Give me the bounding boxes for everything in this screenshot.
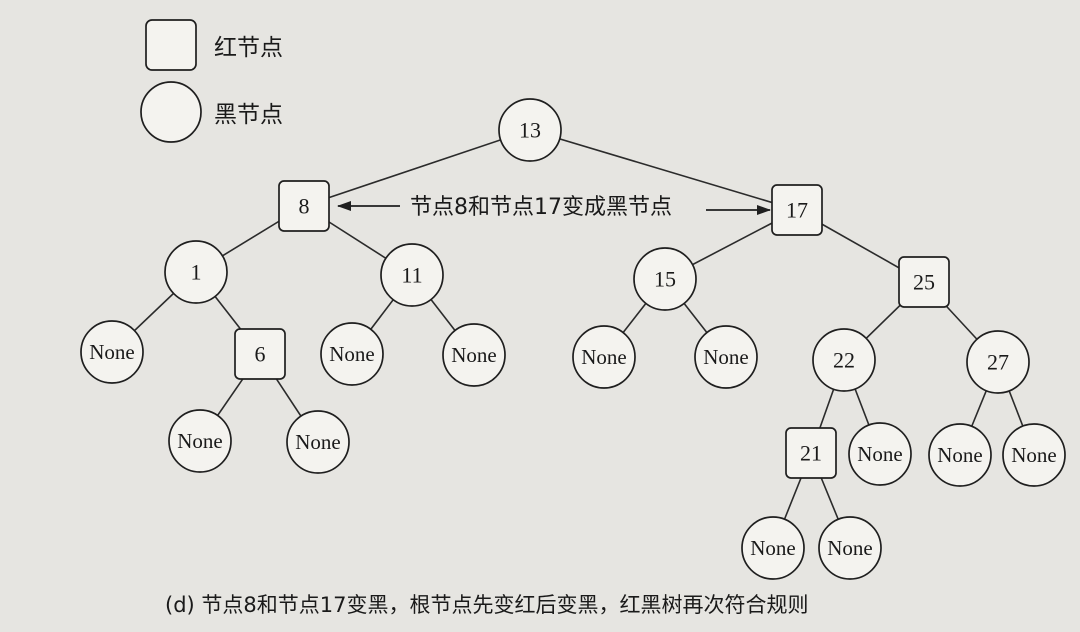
- annotation-text: 节点8和节点17变成黑节点: [410, 195, 672, 220]
- square-node-shape: [898, 256, 950, 308]
- legend-black-node-icon: [140, 81, 202, 143]
- annotation: 节点8和节点17变成黑节点: [337, 195, 771, 220]
- node-label: None: [937, 443, 983, 467]
- circle-node-shape: [1002, 423, 1066, 487]
- node-label: None: [89, 340, 135, 364]
- node-label: None: [750, 536, 796, 560]
- node-label: None: [295, 430, 341, 454]
- node-label: None: [329, 342, 375, 366]
- node-label: 22: [833, 348, 855, 373]
- circle-node-shape: [498, 98, 562, 162]
- black-node-none: None: [1002, 423, 1066, 487]
- legend-red-node-icon: [145, 19, 197, 71]
- circle-node-shape: [966, 330, 1030, 394]
- node-label: None: [1011, 443, 1057, 467]
- circle-node-shape: [164, 240, 228, 304]
- circle-node-shape: [380, 243, 444, 307]
- black-node-22: 22: [812, 328, 876, 392]
- red-node-17: 17: [771, 184, 823, 236]
- black-node-11: 11: [380, 243, 444, 307]
- square-node-shape: [234, 328, 286, 380]
- figure-caption: (d) 节点8和节点17变黑，根节点先变红后变黑，红黑树再次符合规则: [165, 593, 808, 617]
- node-label: 15: [654, 267, 676, 292]
- node-label: None: [451, 343, 497, 367]
- node-label: 13: [519, 118, 541, 143]
- node-label: None: [857, 442, 903, 466]
- black-node-1: 1: [164, 240, 228, 304]
- red-node-21: 21: [785, 427, 837, 479]
- circle-node-shape: [633, 247, 697, 311]
- node-label: 11: [401, 263, 422, 288]
- black-node-none: None: [442, 323, 506, 387]
- black-node-none: None: [694, 325, 758, 389]
- black-node-none: None: [741, 516, 805, 580]
- circle-node-shape: [168, 409, 232, 473]
- circle-node-shape: [572, 325, 636, 389]
- black-node-none: None: [320, 322, 384, 386]
- black-node-none: None: [572, 325, 636, 389]
- node-label: 21: [800, 441, 822, 466]
- square-node-shape: [785, 427, 837, 479]
- circle-node-shape: [818, 516, 882, 580]
- circle-node-shape: [812, 328, 876, 392]
- circle-node-shape: [286, 410, 350, 474]
- red-node-25: 25: [898, 256, 950, 308]
- edge-n13-n17: [529, 129, 798, 211]
- black-node-none: None: [168, 409, 232, 473]
- red-node-8: 8: [278, 180, 330, 232]
- edge-n13-n8: [303, 129, 531, 207]
- node-label: 6: [255, 342, 266, 367]
- node-label: 27: [987, 350, 1009, 375]
- node-label: 25: [913, 270, 935, 295]
- circle-node-shape: [848, 422, 912, 486]
- legend: 红节点 黑节点: [140, 19, 283, 143]
- black-node-none: None: [848, 422, 912, 486]
- black-node-none: None: [286, 410, 350, 474]
- black-node-none: None: [928, 423, 992, 487]
- circle-node-shape: [442, 323, 506, 387]
- node-label: None: [177, 429, 223, 453]
- black-node-27: 27: [966, 330, 1030, 394]
- square-node-shape: [278, 180, 330, 232]
- circle-node-shape: [741, 516, 805, 580]
- legend-red-label: 红节点: [214, 35, 283, 61]
- node-label: None: [827, 536, 873, 560]
- circle-node-shape: [928, 423, 992, 487]
- node-label: 17: [786, 198, 808, 223]
- red-node-6: 6: [234, 328, 286, 380]
- circle-node-shape: [80, 320, 144, 384]
- black-node-13: 13: [498, 98, 562, 162]
- node-label: None: [703, 345, 749, 369]
- black-node-none: None: [818, 516, 882, 580]
- circle-node-shape: [694, 325, 758, 389]
- circle-node-shape: [320, 322, 384, 386]
- legend-black-label: 黑节点: [214, 102, 283, 128]
- node-label: None: [581, 345, 627, 369]
- black-node-15: 15: [633, 247, 697, 311]
- square-node-shape: [771, 184, 823, 236]
- black-node-none: None: [80, 320, 144, 384]
- node-label: 8: [299, 194, 310, 219]
- node-label: 1: [191, 260, 202, 285]
